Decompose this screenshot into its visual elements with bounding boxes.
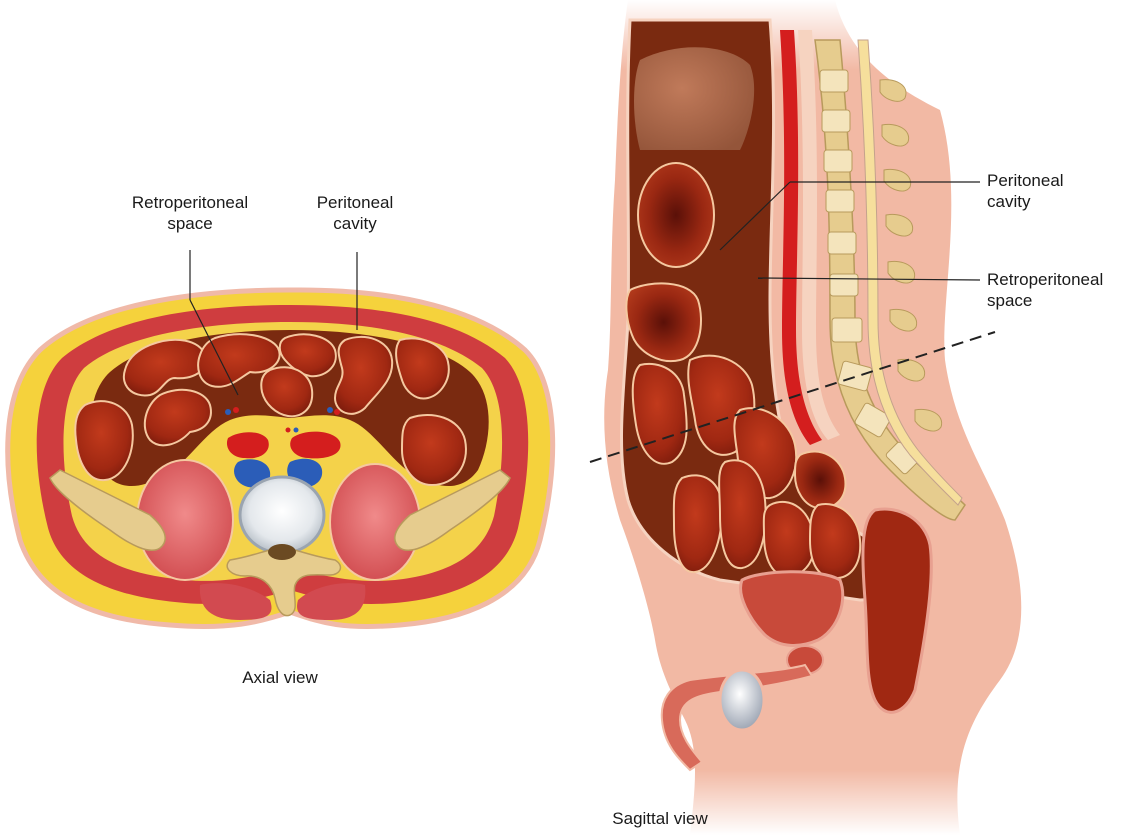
axial-small-vessel — [225, 409, 231, 415]
axial-small-vessel — [327, 407, 333, 413]
sagittal-view — [600, 0, 1040, 835]
axial-retroperitoneal-label: Retroperitoneal space — [107, 192, 273, 234]
label-line: space — [987, 290, 1103, 311]
axial-peritoneal-label: Peritoneal cavity — [285, 192, 425, 234]
axial-view-caption: Axial view — [200, 667, 360, 688]
axial-small-vessel — [233, 407, 239, 413]
label-line: Retroperitoneal — [107, 192, 273, 213]
label-line: Peritoneal — [987, 170, 1064, 191]
sagittal-bowel — [638, 163, 714, 267]
sagittal-retroperitoneal-label: Retroperitoneal space — [987, 269, 1103, 311]
label-line: cavity — [987, 191, 1064, 212]
axial-ivc — [290, 432, 340, 459]
sagittal-testis — [720, 670, 764, 730]
axial-small-vessel — [286, 428, 291, 433]
label-line: cavity — [285, 213, 425, 234]
axial-small-vessel — [294, 428, 299, 433]
sagittal-liver — [634, 47, 754, 150]
sagittal-peritoneal-label: Peritoneal cavity — [987, 170, 1064, 212]
label-line: space — [107, 213, 273, 234]
axial-small-vessel — [334, 409, 340, 415]
axial-spinal-canal — [268, 544, 296, 560]
axial-vertebral-disc — [240, 477, 324, 553]
axial-aorta — [227, 432, 269, 458]
label-line: Peritoneal — [285, 192, 425, 213]
axial-view — [8, 250, 553, 627]
sagittal-view-caption: Sagittal view — [560, 808, 760, 829]
sagittal-bowel — [719, 460, 766, 568]
label-line: Retroperitoneal — [987, 269, 1103, 290]
